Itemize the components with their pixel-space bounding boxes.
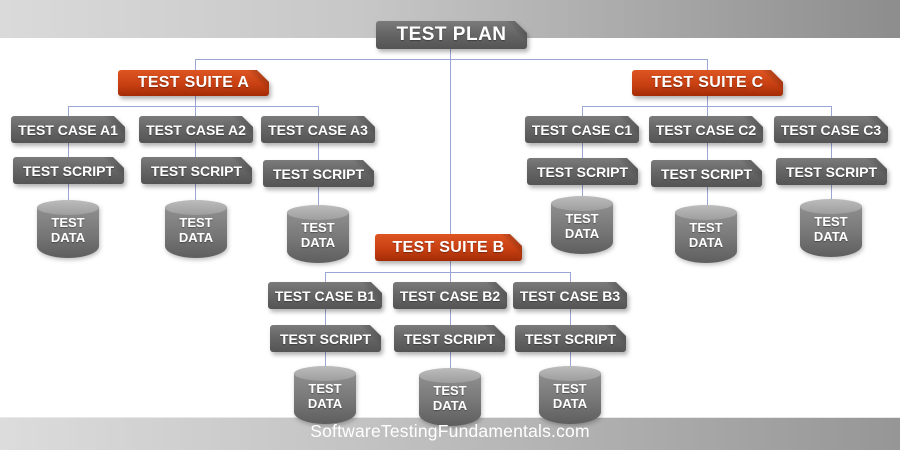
test-case-node: TEST CASE A1 <box>11 116 125 143</box>
connector-line <box>707 59 708 235</box>
test-case-node: TEST CASE A2 <box>139 116 253 143</box>
test-script-node: TEST SCRIPT <box>394 325 505 352</box>
connector-line <box>195 59 708 60</box>
test-data-label: TEST DATA <box>178 215 214 245</box>
test-data-label: TEST DATA <box>813 214 849 244</box>
cylinder-body <box>287 212 349 263</box>
cylinder-top <box>551 196 613 211</box>
cylinder-top <box>419 368 481 383</box>
test-data-label: TEST DATA <box>688 220 724 250</box>
test-script-node: TEST SCRIPT <box>263 160 374 187</box>
cylinder-body <box>37 207 99 258</box>
test-script-node: TEST SCRIPT <box>13 157 124 184</box>
cylinder-top <box>287 205 349 220</box>
cylinder-top <box>294 366 356 381</box>
test-plan-node: TEST PLAN <box>376 21 527 49</box>
test-data-label: TEST DATA <box>307 381 343 411</box>
connector-line <box>582 106 831 107</box>
cylinder-top <box>675 205 737 220</box>
test-script-node: TEST SCRIPT <box>515 325 626 352</box>
test-script-node: TEST SCRIPT <box>651 160 762 187</box>
test-script-node: TEST SCRIPT <box>527 158 638 185</box>
connector-line <box>195 59 196 230</box>
cylinder-body <box>675 212 737 263</box>
test-data-cylinder: TEST DATA <box>287 205 349 263</box>
test-data-cylinder: TEST DATA <box>539 366 601 424</box>
cylinder-body <box>419 375 481 426</box>
test-case-node: TEST CASE C1 <box>525 116 639 143</box>
cylinder-body <box>551 203 613 254</box>
test-case-node: TEST CASE C2 <box>649 116 763 143</box>
test-script-node: TEST SCRIPT <box>270 325 381 352</box>
test-script-node: TEST SCRIPT <box>776 158 887 185</box>
test-data-cylinder: TEST DATA <box>165 200 227 258</box>
test-data-cylinder: TEST DATA <box>294 366 356 424</box>
cylinder-body <box>294 373 356 424</box>
test-data-cylinder: TEST DATA <box>800 199 862 257</box>
cylinder-body <box>800 206 862 257</box>
test-data-label: TEST DATA <box>50 215 86 245</box>
cylinder-top <box>800 199 862 214</box>
test-suite-c-node: TEST SUITE C <box>632 70 783 96</box>
cylinder-top <box>539 366 601 381</box>
test-suite-a-node: TEST SUITE A <box>118 70 269 96</box>
connector-line <box>450 49 451 390</box>
test-case-node: TEST CASE C3 <box>774 116 888 143</box>
footer-credit: SoftwareTestingFundamentals.com <box>310 421 590 441</box>
cylinder-top <box>165 200 227 215</box>
connector-line <box>325 272 571 273</box>
cylinder-body <box>165 207 227 258</box>
test-data-label: TEST DATA <box>552 381 588 411</box>
cylinder-body <box>539 373 601 424</box>
test-case-node: TEST CASE B1 <box>268 282 382 309</box>
test-data-cylinder: TEST DATA <box>675 205 737 263</box>
test-data-label: TEST DATA <box>432 383 468 413</box>
test-data-label: TEST DATA <box>564 211 600 241</box>
test-data-cylinder: TEST DATA <box>551 196 613 254</box>
test-suite-b-node: TEST SUITE B <box>375 234 522 261</box>
connector-line <box>68 106 319 107</box>
test-case-node: TEST CASE A3 <box>261 116 375 143</box>
test-data-cylinder: TEST DATA <box>37 200 99 258</box>
test-data-cylinder: TEST DATA <box>419 368 481 426</box>
test-case-node: TEST CASE B3 <box>513 282 627 309</box>
test-case-node: TEST CASE B2 <box>393 282 507 309</box>
cylinder-top <box>37 200 99 215</box>
test-data-label: TEST DATA <box>300 220 336 250</box>
test-script-node: TEST SCRIPT <box>141 157 252 184</box>
